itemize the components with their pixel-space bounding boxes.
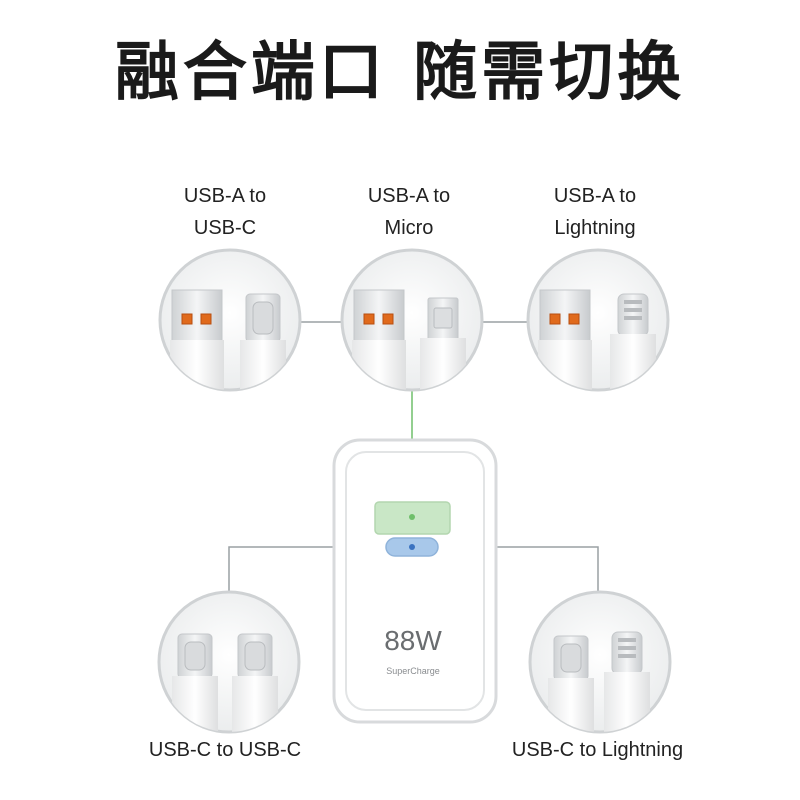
- label-usb-a-to-usb-c: USB-A to USB-C: [150, 180, 300, 244]
- cable-circle-usb-a-to-lightning: [526, 248, 670, 392]
- label-usb-c-to-lightning: USB-C to Lightning: [511, 739, 684, 761]
- label-line1: USB-A to: [183, 185, 267, 207]
- cable-circle-usb-a-to-micro: [340, 248, 484, 392]
- label-usb-a-to-lightning: USB-A to Lightning: [520, 180, 670, 244]
- headline: 融合端口 随需切换: [114, 36, 686, 110]
- label-line2: Micro: [384, 217, 434, 239]
- label-line1: USB-A to: [367, 185, 451, 207]
- label-usb-c-to-usb-c: USB-C to USB-C: [148, 739, 302, 761]
- charger-wattage: 88W: [384, 625, 442, 656]
- cable-circle-usb-c-to-lightning: [528, 590, 672, 734]
- label-line1: USB-A to: [553, 185, 637, 207]
- cable-circle-usb-c-to-usb-c: [157, 590, 301, 734]
- label-usb-a-to-micro: USB-A to Micro: [334, 180, 484, 244]
- cable-circle-usb-a-to-usb-c: [158, 248, 302, 392]
- charger: 88W SuperCharge: [332, 438, 498, 724]
- charger-subtitle: SuperCharge: [386, 666, 440, 676]
- label-line2: USB-C: [193, 217, 257, 239]
- label-line2: Lightning: [554, 217, 636, 239]
